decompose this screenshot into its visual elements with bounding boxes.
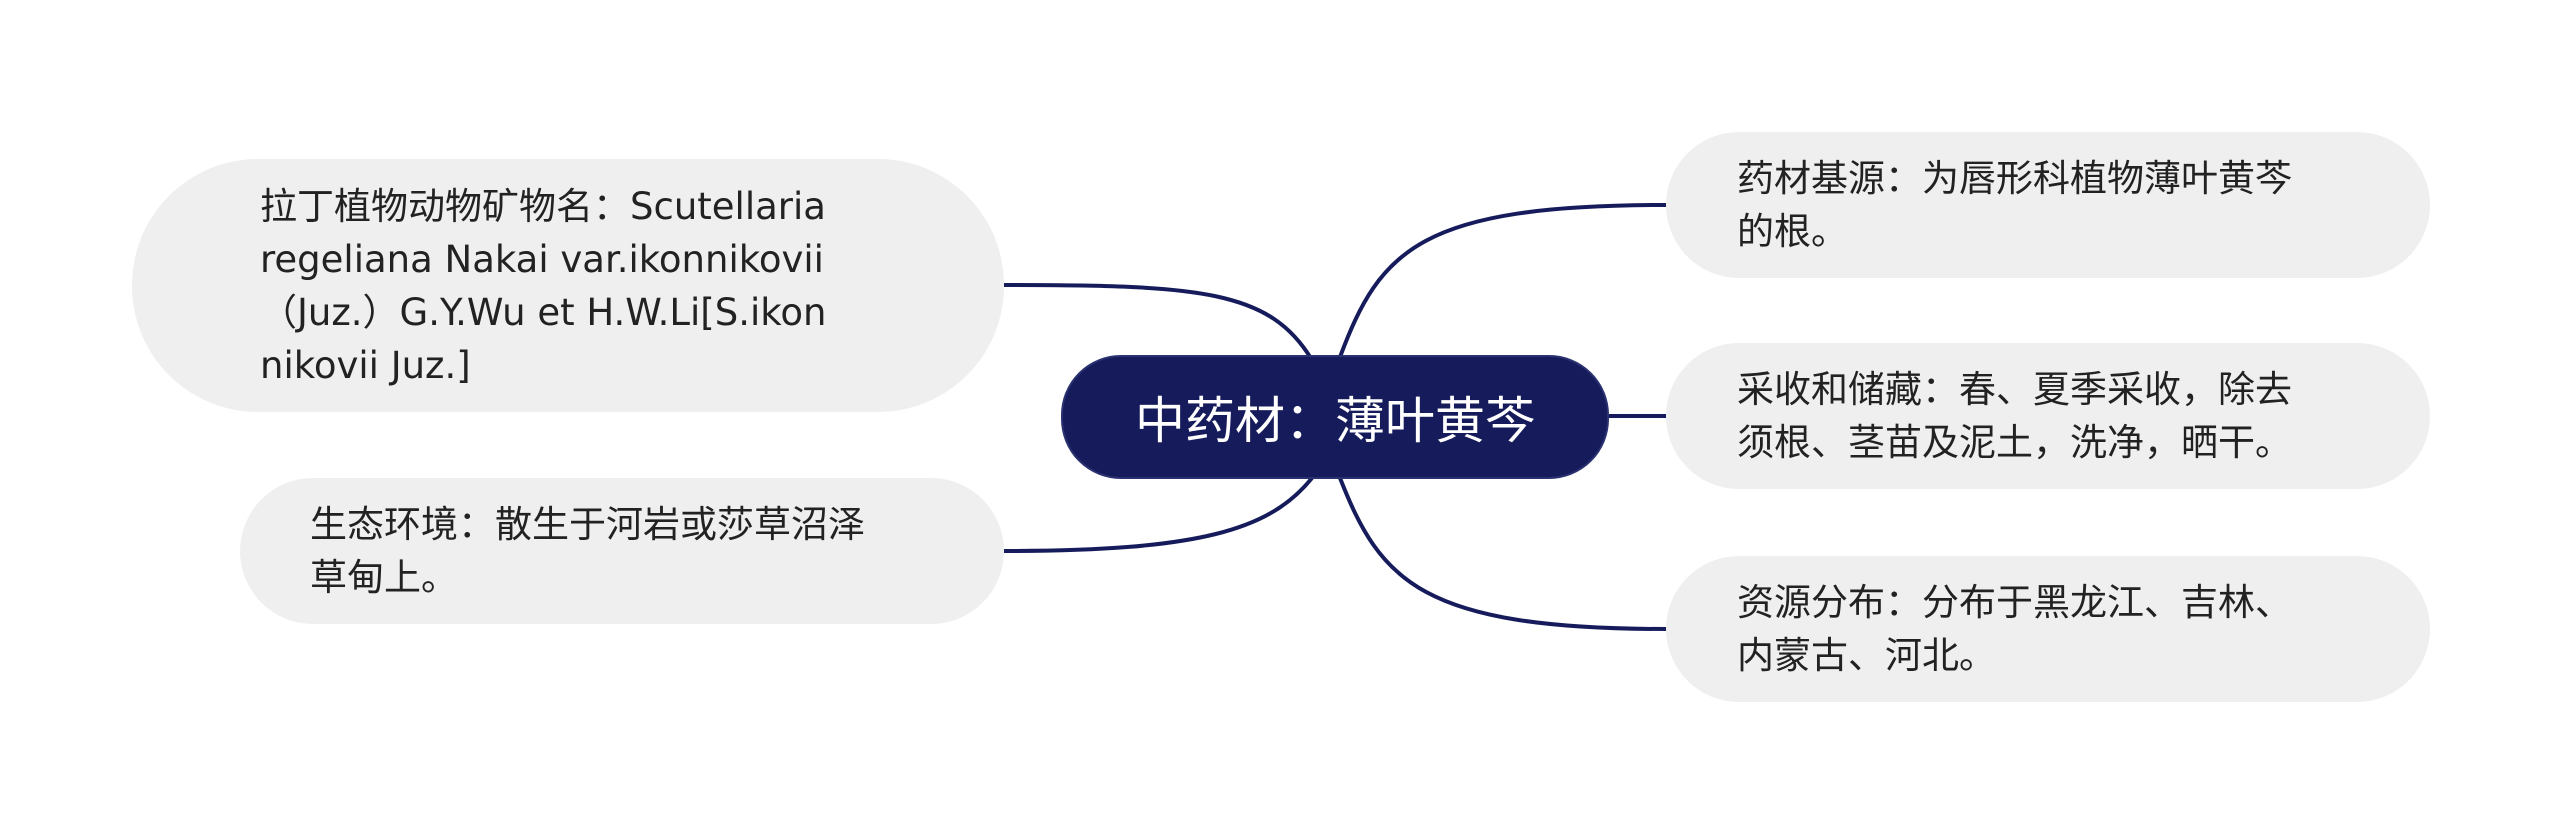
branch-line: 拉丁植物动物矿物名：Scutellaria: [260, 185, 826, 228]
branch-line: （Juz.）G.Y.Wu et H.W.Li[S.ikon: [260, 291, 827, 334]
root-topic[interactable]: 中药材：薄叶黄芩: [1061, 355, 1609, 479]
branch-line: nikovii Juz.]: [260, 344, 471, 387]
branch-source[interactable]: 药材基源：为唇形科植物薄叶黄芩 的根。: [1666, 132, 2430, 278]
branch-harvest-storage[interactable]: 采收和储藏：春、夏季采收，除去 须根、茎苗及泥土，洗净，晒干。: [1666, 343, 2430, 489]
branch-line: 内蒙古、河北。: [1737, 634, 1996, 677]
connector-to-distribution: [1338, 477, 1667, 631]
branch-line: 生态环境：散生于河岩或莎草沼泽: [310, 503, 865, 546]
connector-to-latin-name: [1003, 283, 1314, 362]
connector-to-ecology: [1003, 476, 1314, 553]
branch-distribution[interactable]: 资源分布：分布于黑龙江、吉林、 内蒙古、河北。: [1666, 556, 2430, 702]
branch-line: regeliana Nakai var.ikonnikovii: [260, 238, 824, 281]
branch-line: 的根。: [1737, 210, 1848, 253]
branch-ecology[interactable]: 生态环境：散生于河岩或莎草沼泽 草甸上。: [240, 478, 1004, 624]
branch-line: 草甸上。: [310, 556, 458, 599]
branch-line: 须根、茎苗及泥土，洗净，晒干。: [1737, 421, 2292, 464]
branch-line: 采收和储藏：春、夏季采收，除去: [1737, 368, 2292, 411]
branch-latin-name[interactable]: 拉丁植物动物矿物名：Scutellaria regeliana Nakai va…: [132, 159, 1004, 412]
branch-line: 资源分布：分布于黑龙江、吉林、: [1737, 581, 2292, 624]
connector-to-source: [1338, 203, 1667, 358]
root-topic-label: 中药材：薄叶黄芩: [1135, 392, 1535, 450]
branch-line: 药材基源：为唇形科植物薄叶黄芩: [1737, 157, 2292, 200]
